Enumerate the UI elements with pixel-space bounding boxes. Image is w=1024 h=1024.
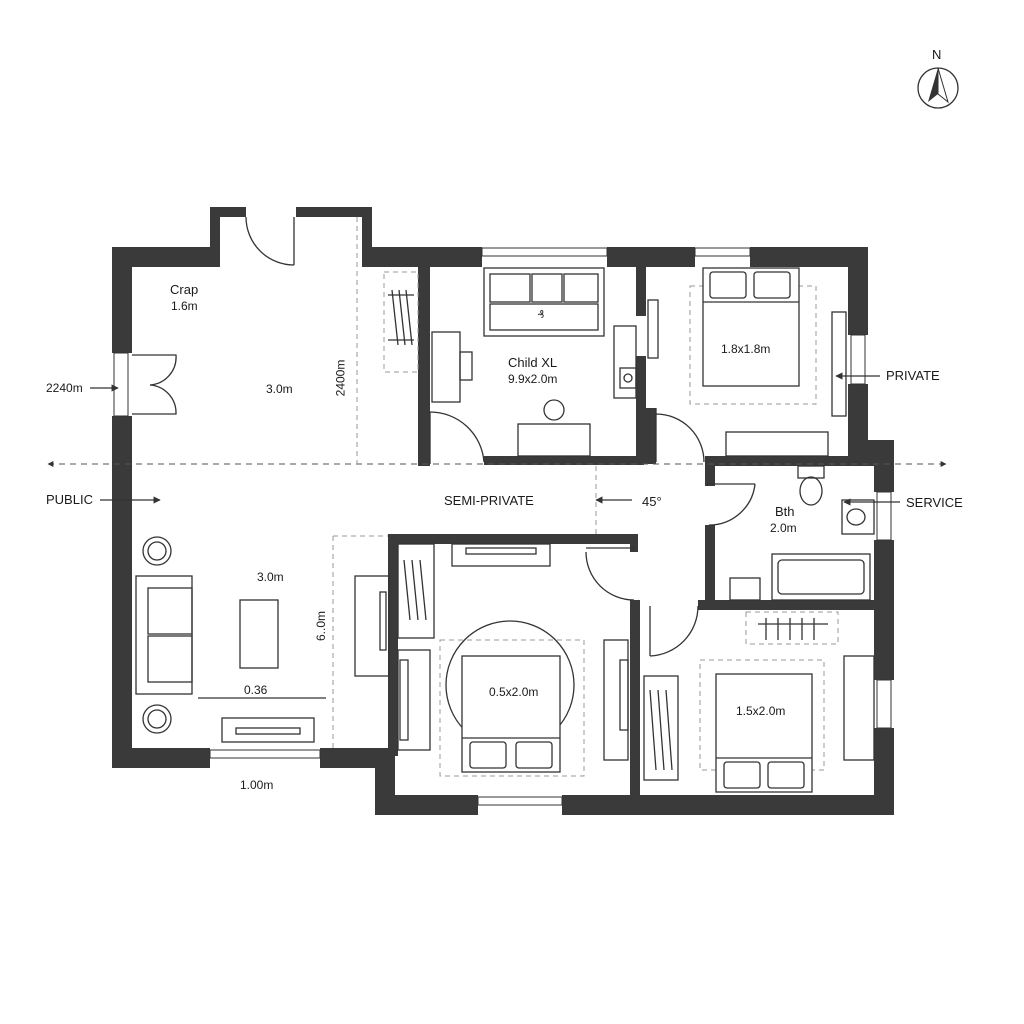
entry-room-dim: 1.6m bbox=[171, 299, 198, 313]
bedroom-ne-dim: 1.8x1.8m bbox=[721, 342, 771, 356]
svg-text:₰: ₰ bbox=[538, 308, 545, 321]
child-room-name: Child XL bbox=[508, 355, 558, 370]
zone-semi-private: SEMI-PRIVATE bbox=[444, 493, 534, 508]
bedroom-ne-furniture bbox=[647, 267, 847, 457]
bath-room-name: Bth bbox=[775, 504, 795, 519]
living-sub-dim: 0.36 bbox=[244, 683, 268, 697]
zone-public: PUBLIC bbox=[46, 492, 93, 507]
hall-depth-dim: 2400m bbox=[333, 359, 348, 397]
bedroom-se-dim: 1.5x2.0m bbox=[736, 704, 786, 718]
zone-private: PRIVATE bbox=[886, 368, 940, 383]
windows bbox=[113, 247, 892, 806]
hall-width-dim: 3.0m bbox=[266, 382, 293, 396]
walls bbox=[112, 207, 894, 815]
bedroom-center-dim: 0.5x2.0m bbox=[489, 685, 539, 699]
hall-shelf bbox=[383, 271, 419, 373]
child-furniture: ₰ bbox=[431, 267, 637, 457]
zone-service: SERVICE bbox=[906, 495, 963, 510]
child-room-dim: 9.9x2.0m bbox=[508, 372, 558, 386]
living-width-dim: 3.0m bbox=[257, 570, 284, 584]
living-depth-dim: 6..0m bbox=[314, 610, 329, 642]
doors bbox=[132, 216, 756, 657]
zone-arrows bbox=[90, 372, 900, 506]
north-arrow-icon bbox=[917, 67, 959, 109]
living-furniture bbox=[135, 536, 390, 743]
bedroom-se-furniture bbox=[643, 611, 875, 793]
bath-fixtures bbox=[729, 465, 875, 601]
bedroom-center-furniture bbox=[397, 543, 629, 777]
entry-room-name: Crap bbox=[170, 282, 199, 297]
compass-label: N bbox=[932, 47, 942, 62]
zone-angle: 45° bbox=[642, 494, 662, 509]
left-dim: 2240m bbox=[46, 381, 83, 395]
living-bottom-dim: 1.00m bbox=[240, 778, 274, 792]
bath-room-dim: 2.0m bbox=[770, 521, 797, 535]
zone-lines bbox=[47, 217, 947, 748]
